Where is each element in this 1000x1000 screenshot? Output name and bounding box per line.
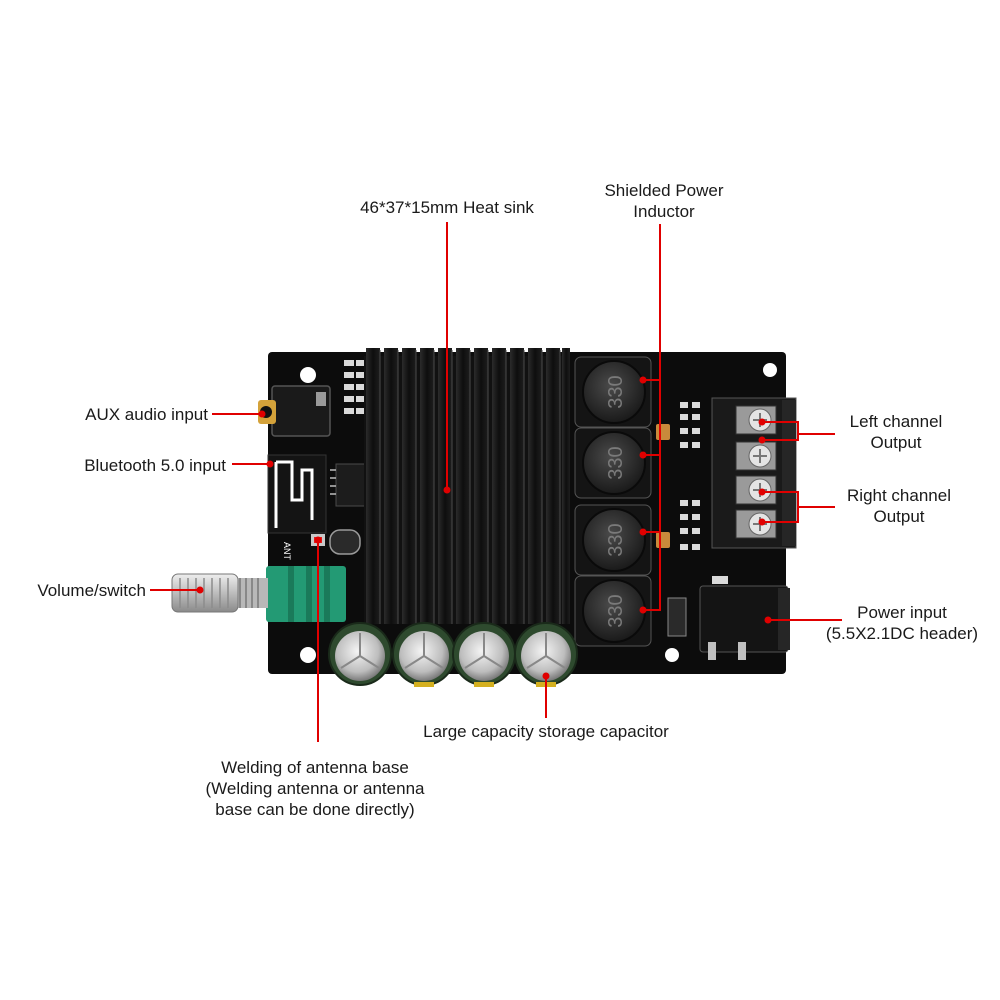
inductor-label: Shielded Power Inductor: [580, 180, 748, 222]
inductor: 330: [574, 356, 652, 428]
volume-label: Volume/switch: [10, 580, 146, 601]
antenna-line1: Welding of antenna base: [221, 758, 409, 777]
heat-sink-label: 46*37*15mm Heat sink: [330, 197, 564, 218]
ant-silkscreen: ANT: [282, 542, 292, 561]
inductor-label-line1: Shielded Power: [604, 181, 724, 200]
aux-jack: [258, 385, 331, 437]
power-input-line2: (5.5X2.1DC header): [825, 624, 979, 643]
callout-lines: [150, 222, 842, 742]
capacitor-label: Large capacity storage capacitor: [396, 721, 696, 742]
speaker-terminal-block: [711, 397, 797, 549]
bluetooth-label-text: Bluetooth 5.0 input: [84, 456, 226, 475]
inductor-label-line2: Inductor: [633, 202, 695, 221]
inductor: 330: [574, 427, 652, 499]
inductor: 330: [574, 575, 652, 647]
heat-sink-label-text: 46*37*15mm Heat sink: [360, 198, 534, 217]
inductor-marking: 330: [605, 446, 627, 479]
callout-dots: [196, 376, 772, 680]
heat-sink: [364, 348, 570, 624]
antenna-line3: base can be done directly): [215, 800, 415, 819]
bluetooth-module: [267, 454, 327, 534]
inductor-marking: 330: [605, 375, 627, 408]
storage-capacitor: [452, 622, 516, 687]
inductor-marking: 330: [605, 594, 627, 627]
storage-capacitor: [514, 622, 578, 687]
left-channel-line1: Left channel: [849, 412, 943, 431]
volume-potentiometer: [171, 566, 346, 622]
aux-input-label: AUX audio input: [40, 404, 208, 425]
right-channel-line1: Right channel: [847, 486, 951, 505]
storage-capacitor: [392, 622, 456, 687]
capacitor-label-text: Large capacity storage capacitor: [423, 722, 669, 741]
mount-hole: [763, 363, 777, 377]
power-input-label: Power input (5.5X2.1DC header): [814, 602, 990, 644]
antenna-label: Welding of antenna base (Welding antenna…: [170, 757, 460, 820]
bluetooth-label: Bluetooth 5.0 input: [30, 455, 226, 476]
inductor-marking: 330: [605, 523, 627, 556]
left-channel-line2: Output: [870, 433, 922, 452]
storage-capacitor: [328, 622, 392, 686]
crystal-oscillator: [329, 529, 361, 555]
antenna-line2: (Welding antenna or antenna: [205, 779, 425, 798]
power-input-line1: Power input: [857, 603, 947, 622]
aux-input-label-text: AUX audio input: [85, 405, 208, 424]
mount-hole: [665, 648, 679, 662]
left-channel-label: Left channel Output: [830, 411, 962, 453]
inductor: 330: [574, 504, 652, 576]
right-channel-label: Right channel Output: [830, 485, 968, 527]
right-channel-line2: Output: [873, 507, 925, 526]
volume-label-text: Volume/switch: [37, 581, 146, 600]
